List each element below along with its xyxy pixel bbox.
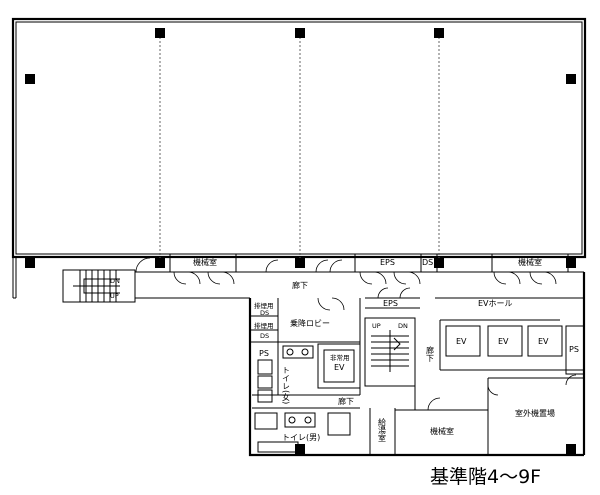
exhaust-ds-2-label: 排煙用 — [254, 321, 274, 330]
column — [434, 258, 444, 268]
column — [155, 28, 165, 38]
left-stair — [62, 269, 250, 303]
corridor-1-label: 廊下 — [292, 280, 308, 290]
column — [566, 258, 576, 268]
corridor-2-label: 廊下 — [338, 396, 354, 406]
toilet-fixtures — [254, 345, 351, 453]
ps-left-label: PS — [259, 349, 269, 358]
room-labels: 機械室 EPS DS 機械室 廊下 排煙用 DS 排煙用 DS EPS 乗降ロビ… — [110, 257, 579, 442]
column — [295, 258, 305, 268]
core-stair — [371, 330, 409, 372]
ev-1-label: EV — [456, 337, 467, 346]
emergency-ev-2-label: EV — [334, 363, 345, 372]
grid-lines — [159, 33, 440, 258]
machine-room-2-label: 機械室 — [518, 257, 542, 267]
doors-core — [317, 287, 577, 411]
column — [295, 28, 305, 38]
stair-up-label: UP — [372, 322, 381, 330]
ds-top-label: DS — [422, 258, 433, 267]
toilet-m-label: トイレ(男) — [282, 433, 320, 442]
toilet-f-label: トイレ(女) — [282, 366, 291, 404]
doors-top — [135, 257, 557, 285]
column — [155, 258, 165, 268]
eps-top-label: EPS — [380, 258, 395, 267]
stair-dn-label: DN — [398, 322, 408, 330]
column — [295, 444, 305, 454]
office-area — [11, 17, 587, 259]
column — [25, 74, 35, 84]
exhaust-ds-1b-label: DS — [260, 309, 269, 317]
ps-right-label: PS — [569, 345, 579, 354]
stair-left-up-label: UP — [110, 292, 119, 300]
eps-mid-label: EPS — [383, 299, 398, 308]
machine-room-3-label: 機械室 — [430, 426, 454, 436]
outdoor-unit-label: 室外機置場 — [515, 408, 555, 418]
ev-3-label: EV — [538, 337, 549, 346]
exhaust-ds-2b-label: DS — [260, 332, 269, 340]
left-stub — [12, 257, 17, 299]
column — [566, 444, 576, 454]
ev-hall-label: EVホール — [478, 299, 513, 308]
column — [25, 258, 35, 268]
machine-room-1-label: 機械室 — [193, 257, 217, 267]
columns — [25, 28, 576, 454]
core — [248, 272, 586, 457]
emergency-ev-1-label: 非常用 — [330, 353, 350, 362]
exhaust-ds-1-label: 排煙用 — [254, 301, 274, 310]
corridor-v-label: 廊下 — [426, 345, 435, 363]
elevator-lobby-label: 乗降ロビー — [290, 318, 330, 328]
column — [566, 74, 576, 84]
floor-title: 基準階4～9F — [430, 466, 541, 488]
stair-left-dn-label: DN — [110, 277, 120, 285]
outer-wall — [11, 17, 587, 259]
inner-wall — [15, 21, 583, 255]
ev-2-label: EV — [498, 337, 509, 346]
kitchenette-label: 給湯室 — [378, 417, 387, 442]
column — [434, 28, 444, 38]
